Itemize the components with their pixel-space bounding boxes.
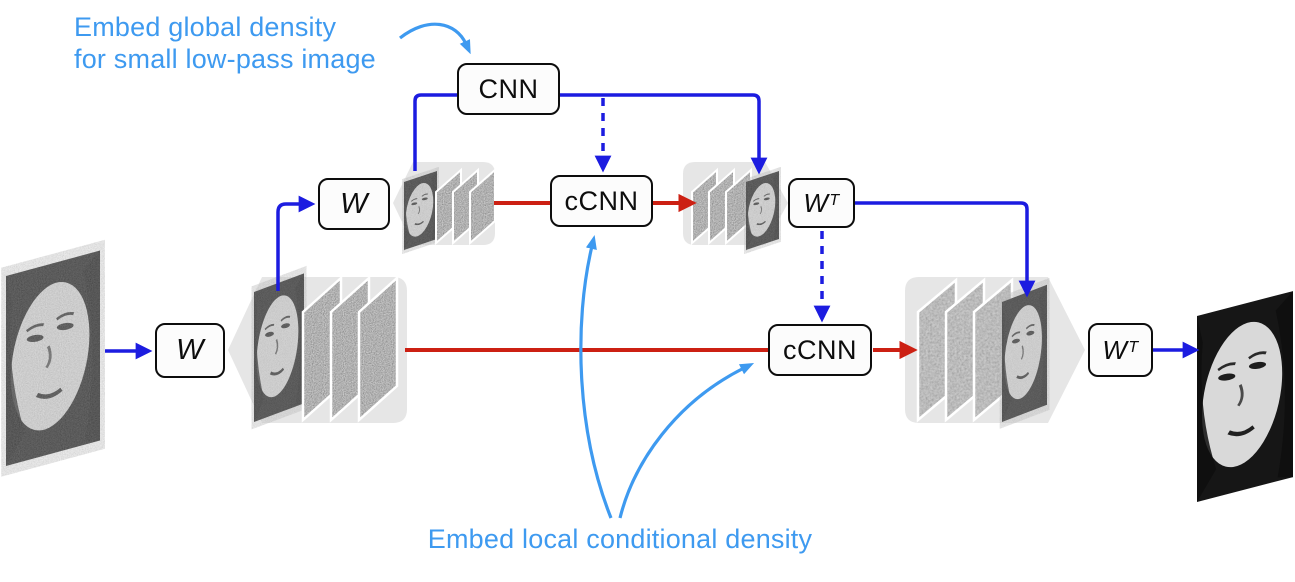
arrow-lowpass-to-w-small (276, 195, 316, 291)
arrow-cnn-conditioning-loop (413, 93, 768, 175)
wt-base-label: W (803, 187, 829, 218)
annotation-global-line2: for small low-pass image (74, 43, 376, 74)
detail-subbands-small-right (691, 167, 752, 246)
ccnn-box-bottom: cCNN (768, 324, 872, 376)
lowpass-image-large-right (1001, 285, 1047, 423)
w-transform-label: W (176, 334, 204, 366)
ccnn-label: cCNN (564, 185, 639, 216)
lowpass-image-small-left (403, 171, 437, 250)
w-transform-box-input: W (155, 323, 225, 378)
detail-subbands-large-left (301, 275, 399, 423)
ccnn-box-top: cCNN (550, 175, 653, 227)
input-noisy-face-image (3, 251, 100, 467)
wt-sup-label: T (829, 192, 840, 209)
wavelet-images (253, 167, 1047, 423)
lowpass-image-large-left (253, 273, 304, 422)
w-transform-box-small: W (318, 178, 390, 230)
annotation-local-text: Embed local conditional density (427, 524, 813, 554)
blue-flow-arrows (105, 93, 1200, 360)
detail-subbands-large-right (916, 277, 1014, 423)
ccnn-label: cCNN (783, 334, 857, 365)
output-clean-face-image (1194, 291, 1293, 503)
cnn-box: CNN (457, 63, 560, 115)
annotation-local-density: Embed local conditional density (395, 524, 845, 556)
detail-subbands-small-left (435, 167, 496, 246)
cnn-label: CNN (478, 73, 539, 104)
w-transform-label: W (340, 187, 368, 220)
annotation-arrow-local-to-ccnn-top (579, 235, 613, 519)
annotation-arrows (399, 22, 755, 519)
lowpass-image-small-right (745, 171, 779, 250)
annotation-arrow-local-to-ccnn-bottom (618, 362, 755, 519)
annotation-global-density: Embed global density for small low-pass … (74, 12, 376, 76)
red-flow-arrows (405, 193, 918, 360)
annotation-global-line1: Embed global density (74, 12, 337, 42)
wt-base-label: W (1102, 334, 1128, 365)
arrow-wt-top-to-lowpass (855, 201, 1036, 298)
annotation-arrow-global-to-cnn (399, 22, 471, 55)
wt-sup-label: T (1128, 339, 1139, 356)
